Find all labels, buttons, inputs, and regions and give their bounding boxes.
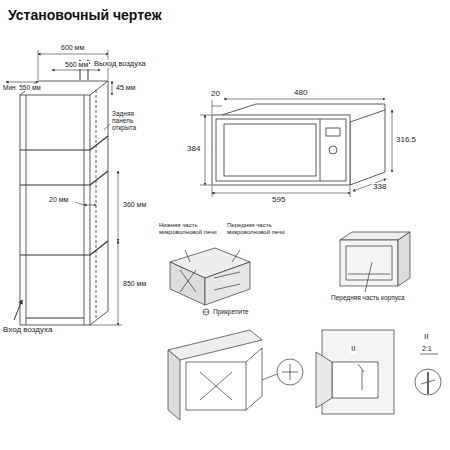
dimension-label: Прикрепите <box>212 308 250 315</box>
dimension-label: Мин. 550 мм <box>2 84 42 91</box>
dimension-label: 384 <box>186 145 201 154</box>
dimension-label: Задняя панель открыта <box>111 110 157 131</box>
dimension-label: 480 <box>293 89 308 98</box>
dimension-label: 595 <box>271 196 286 205</box>
installation-view <box>168 330 303 420</box>
dimension-label: 560 мм <box>64 61 89 69</box>
door-open-view <box>316 330 441 414</box>
dimension-label: 850 мм <box>122 280 147 288</box>
dimension-label: II <box>350 345 356 354</box>
dimension-label: Вход воздуха <box>2 326 53 335</box>
dimension-label: Передняя часть корпуса <box>330 294 406 301</box>
cabinet <box>20 81 108 325</box>
dimension-label: II <box>423 333 429 342</box>
drawing-title: Установочный чертеж <box>8 8 162 23</box>
dimension-label: 20 <box>210 90 221 99</box>
dimension-label: Нижняя часть микроволновой печи <box>158 222 222 235</box>
microwave-front <box>212 104 385 185</box>
dimension-label: 45 мм <box>115 84 136 92</box>
microwave-dimensions <box>200 99 392 197</box>
dimension-label: Выход воздуха <box>93 60 147 68</box>
dimension-label: 600 мм <box>60 44 85 52</box>
dimension-label: 2:1 <box>421 345 433 353</box>
cabinet-opening <box>340 232 410 292</box>
mounting-view <box>170 248 250 315</box>
dimension-label: 316.5 <box>395 136 417 145</box>
dimension-label: Передняя часть микроволновой печи <box>226 222 298 235</box>
dimension-label: 20 мм <box>48 196 69 204</box>
dimension-label: 338 <box>372 183 387 192</box>
cabinet-dimensions <box>6 50 122 325</box>
dimension-label: 360 мм <box>122 201 147 209</box>
